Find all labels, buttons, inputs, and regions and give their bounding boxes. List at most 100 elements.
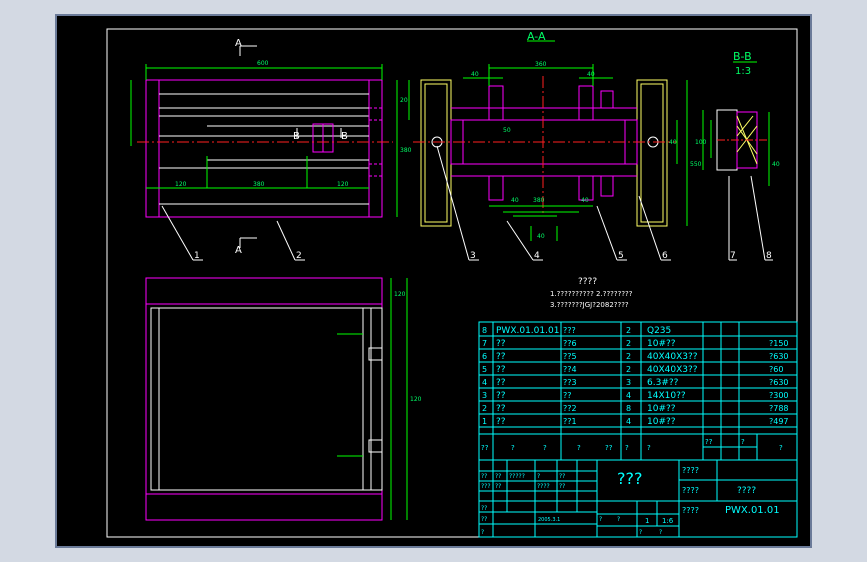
title-block-cell: ??: [559, 473, 565, 480]
bom-cell-code: ??: [496, 404, 506, 414]
bom-cell-no: 1: [482, 417, 487, 426]
bom-cell-no: 7: [482, 339, 487, 348]
dim-label: 380: [400, 147, 412, 154]
bom-cell-qty: 8: [626, 404, 631, 413]
dim-label: 120: [394, 291, 406, 298]
bom-cell-name: ??: [563, 391, 572, 400]
bom-cell-qty: 2: [626, 326, 631, 335]
notes-line-2: 3.???????JGJ?2082????: [550, 301, 629, 309]
bom-cell-qty: 2: [626, 339, 631, 348]
title-block-cell: ??: [495, 483, 501, 490]
bom-cell-code: ??: [496, 352, 506, 362]
dim-label: 380: [253, 181, 265, 188]
bom-cell-qty: 4: [626, 391, 631, 400]
dim-label: 120: [175, 181, 187, 188]
cut-label-b-left: B: [293, 131, 300, 142]
balloon: 5: [618, 251, 624, 261]
sheet-border: [106, 28, 798, 538]
section-bb-scale: 1:3: [735, 66, 751, 77]
bom-cell-no: 4: [482, 378, 487, 387]
drawing-number: PWX.01.01: [725, 505, 780, 516]
bom-cell-name: ??4: [563, 365, 577, 374]
dim-label: 40: [511, 197, 519, 204]
bom-cell-name: ??2: [563, 404, 577, 413]
bom-header-cell: ?: [647, 444, 651, 452]
cad-model-viewport[interactable]: A A B B 600 380 120 120 380: [55, 14, 812, 548]
title-block-cell: ?: [659, 529, 662, 536]
bom-cell-name: ??5: [563, 352, 577, 361]
title-block-cell: ??: [481, 473, 487, 480]
title-block-cell: ?????: [509, 473, 525, 480]
title-block-cell: ?: [481, 529, 484, 536]
notes-title: ????: [578, 277, 597, 287]
dim-label: 50: [503, 127, 511, 134]
bom-header-cell: ?: [577, 444, 581, 452]
bom-cell-no: 3: [482, 391, 487, 400]
dim-label: 120: [410, 396, 422, 403]
balloon: 2: [296, 251, 302, 261]
bom-cell-code: ??: [496, 339, 506, 349]
drawing-no-label: ????: [682, 506, 699, 515]
bom-header-cell: ??: [481, 444, 489, 452]
bom-cell-name: ??1: [563, 417, 577, 426]
bom-cell-no: 5: [482, 365, 487, 374]
bom-cell-qty: 2: [626, 352, 631, 361]
title-block-cell: ???: [481, 483, 491, 490]
section-aa-title: A-A: [527, 30, 546, 43]
section-aa-view: [408, 40, 688, 241]
cut-label-b-right: B: [341, 131, 348, 142]
dim-label: 40: [471, 71, 479, 78]
bom-cell-no: 8: [482, 326, 487, 335]
bom-header-cell: ??: [605, 444, 613, 452]
balloon: 8: [766, 251, 772, 261]
balloon: 7: [730, 251, 736, 261]
bom-cell-name: ??3: [563, 378, 577, 387]
bom-cell-code: ??: [496, 391, 506, 401]
bom-table: [478, 321, 798, 461]
title-block-cell: ?: [617, 516, 620, 523]
section-bb-title: B-B: [733, 50, 752, 63]
bom-header-cell: ?: [511, 444, 515, 452]
top-view: [145, 277, 408, 521]
title-block-cell: ?: [639, 529, 642, 536]
balloon: 1: [194, 251, 200, 261]
bom-cell-remark: ?630: [769, 378, 789, 387]
bom-cell-qty: 4: [626, 417, 631, 426]
bom-cell-remark: ?630: [769, 352, 789, 361]
bom-cell-qty: 3: [626, 378, 631, 387]
bom-cell-no: 6: [482, 352, 487, 361]
bom-header-cell: ?: [625, 444, 629, 452]
title-block-cell: ?: [599, 516, 602, 523]
bom-cell-code: ??: [496, 417, 506, 427]
dim-label: 20: [400, 97, 408, 104]
bom-cell-remark: ?150: [769, 339, 789, 348]
bom-cell-remark: ?300: [769, 391, 789, 400]
cut-label-a-bottom: A: [235, 245, 242, 256]
dim-label: 40: [587, 71, 595, 78]
title-block-cell: ?: [537, 473, 540, 480]
bom-cell-material: Q235: [647, 326, 671, 336]
bom-cell-material: 40X40X3??: [647, 365, 698, 375]
dim-label: 40: [669, 139, 677, 146]
bom-header-row: ?? ? ? ? ?? ? ? ?? ? ?: [481, 438, 783, 452]
title-block-cell: ????: [537, 483, 550, 490]
dim-label: 100: [695, 139, 707, 146]
bom-cell-remark: ?60: [769, 365, 783, 374]
bom-cell-qty: 2: [626, 365, 631, 374]
sheet-value: 1: [645, 517, 649, 525]
bom-header-cell: ?: [779, 444, 783, 452]
bom-cell-remark: ?497: [769, 417, 789, 426]
title-block: [478, 459, 798, 538]
company-label: ????: [682, 466, 699, 475]
date-value: 2005.3.1: [538, 517, 560, 523]
bom-cell-code: ??: [496, 378, 506, 388]
bom-cell-material: 10#??: [647, 404, 676, 414]
bom-cell-name: ??6: [563, 339, 577, 348]
cut-label-a-top: A: [235, 38, 242, 49]
drawing-title: ???: [617, 469, 642, 488]
bom-cell-no: 2: [482, 404, 487, 413]
dim-label: 40: [581, 197, 589, 204]
title-block-cells: ????????????????????????????????: [481, 473, 662, 536]
bom-cell-material: 6.3#??: [647, 378, 679, 388]
